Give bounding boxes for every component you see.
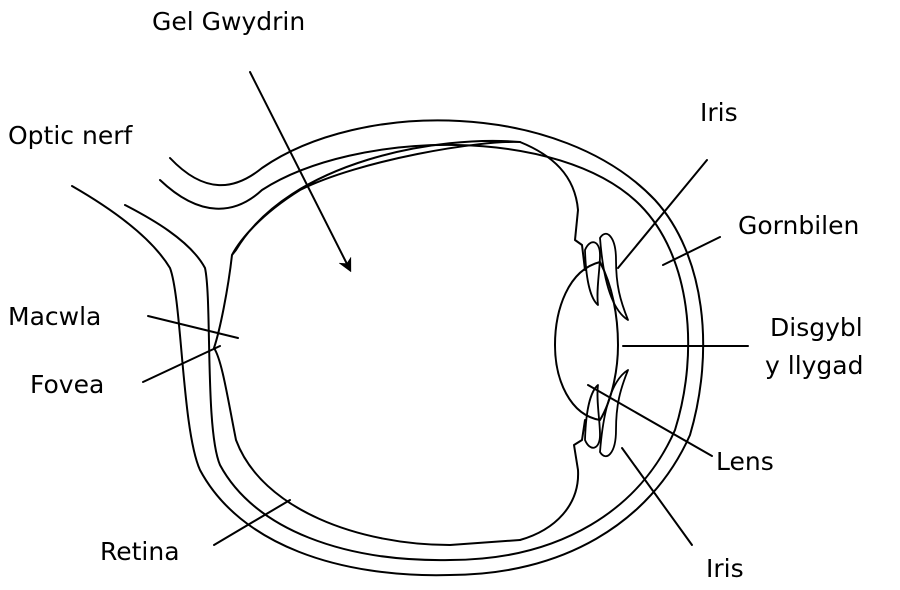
retina-line bbox=[214, 141, 520, 545]
label-cornea: Gornbilen bbox=[738, 211, 859, 240]
label-lens: Lens bbox=[716, 447, 774, 476]
label-pupil-line1: Disgybl bbox=[770, 313, 863, 342]
sclera-outer bbox=[72, 120, 703, 575]
pointer-vitreous-gel bbox=[250, 72, 348, 266]
label-vitreous-gel: Gel Gwydrin bbox=[152, 7, 305, 36]
labels: Gel Gwydrin Optic nerf Macwla Fovea Reti… bbox=[8, 7, 864, 583]
label-fovea: Fovea bbox=[30, 370, 104, 399]
label-iris-top: Iris bbox=[700, 98, 738, 127]
pointer-macula bbox=[148, 316, 238, 338]
iris-top-fold-1 bbox=[585, 242, 600, 305]
label-optic-nerve: Optic nerf bbox=[8, 121, 133, 150]
pointer-iris-top bbox=[618, 160, 707, 268]
label-macula: Macwla bbox=[8, 302, 101, 331]
choroid-wall-bottom bbox=[520, 420, 585, 540]
label-retina: Retina bbox=[100, 537, 180, 566]
iris-bottom-shape bbox=[585, 370, 628, 456]
label-iris-bottom: Iris bbox=[706, 554, 744, 583]
sclera-inner bbox=[125, 145, 688, 560]
label-pupil-line2: y llygad bbox=[765, 351, 864, 380]
eyeball-outline bbox=[72, 120, 703, 575]
choroid-wall-top bbox=[520, 142, 585, 270]
